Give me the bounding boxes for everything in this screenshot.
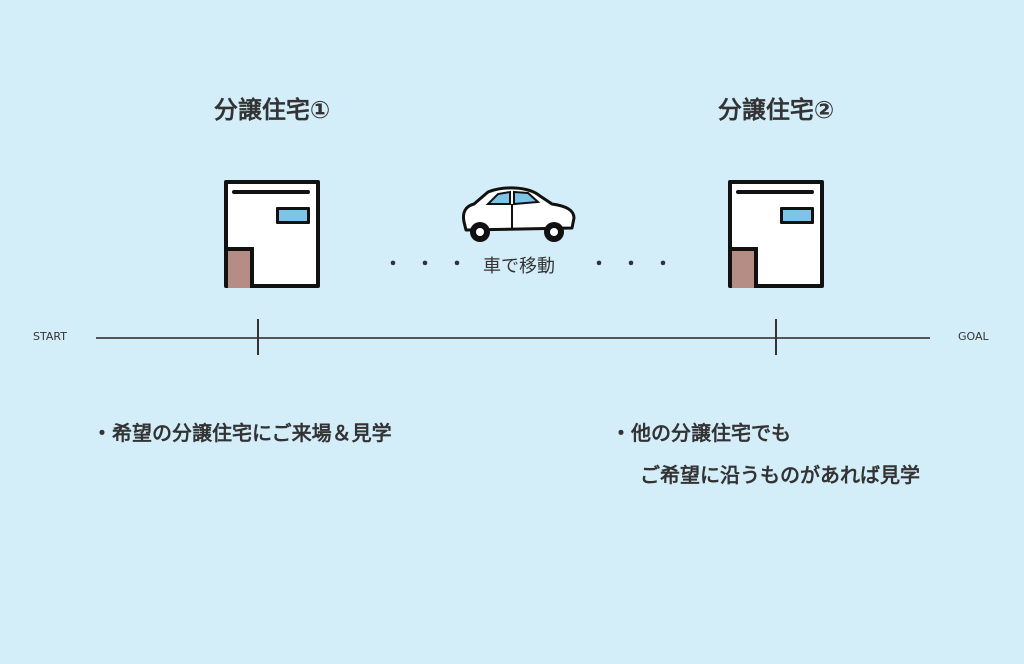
house-1-icon xyxy=(224,180,320,288)
note-right-line2: ご希望に沿うものがあれば見学 xyxy=(640,463,920,487)
timeline-tick-1 xyxy=(257,319,259,355)
car-icon xyxy=(462,186,576,242)
timeline-tick-2 xyxy=(775,319,777,355)
start-label: START xyxy=(33,330,67,343)
timeline-line xyxy=(96,337,930,339)
note-left: ・希望の分譲住宅にご来場＆見学 xyxy=(92,421,392,445)
dots-right: ・・・ xyxy=(590,254,686,275)
move-label: 車で移動 xyxy=(483,256,555,277)
house-1-title: 分譲住宅① xyxy=(213,96,331,124)
dots-left: ・・・ xyxy=(384,254,480,275)
note-right-line1: ・他の分譲住宅でも xyxy=(611,421,791,445)
goal-label: GOAL xyxy=(958,330,989,343)
house-2-title: 分譲住宅② xyxy=(717,96,835,124)
house-2-icon xyxy=(728,180,824,288)
